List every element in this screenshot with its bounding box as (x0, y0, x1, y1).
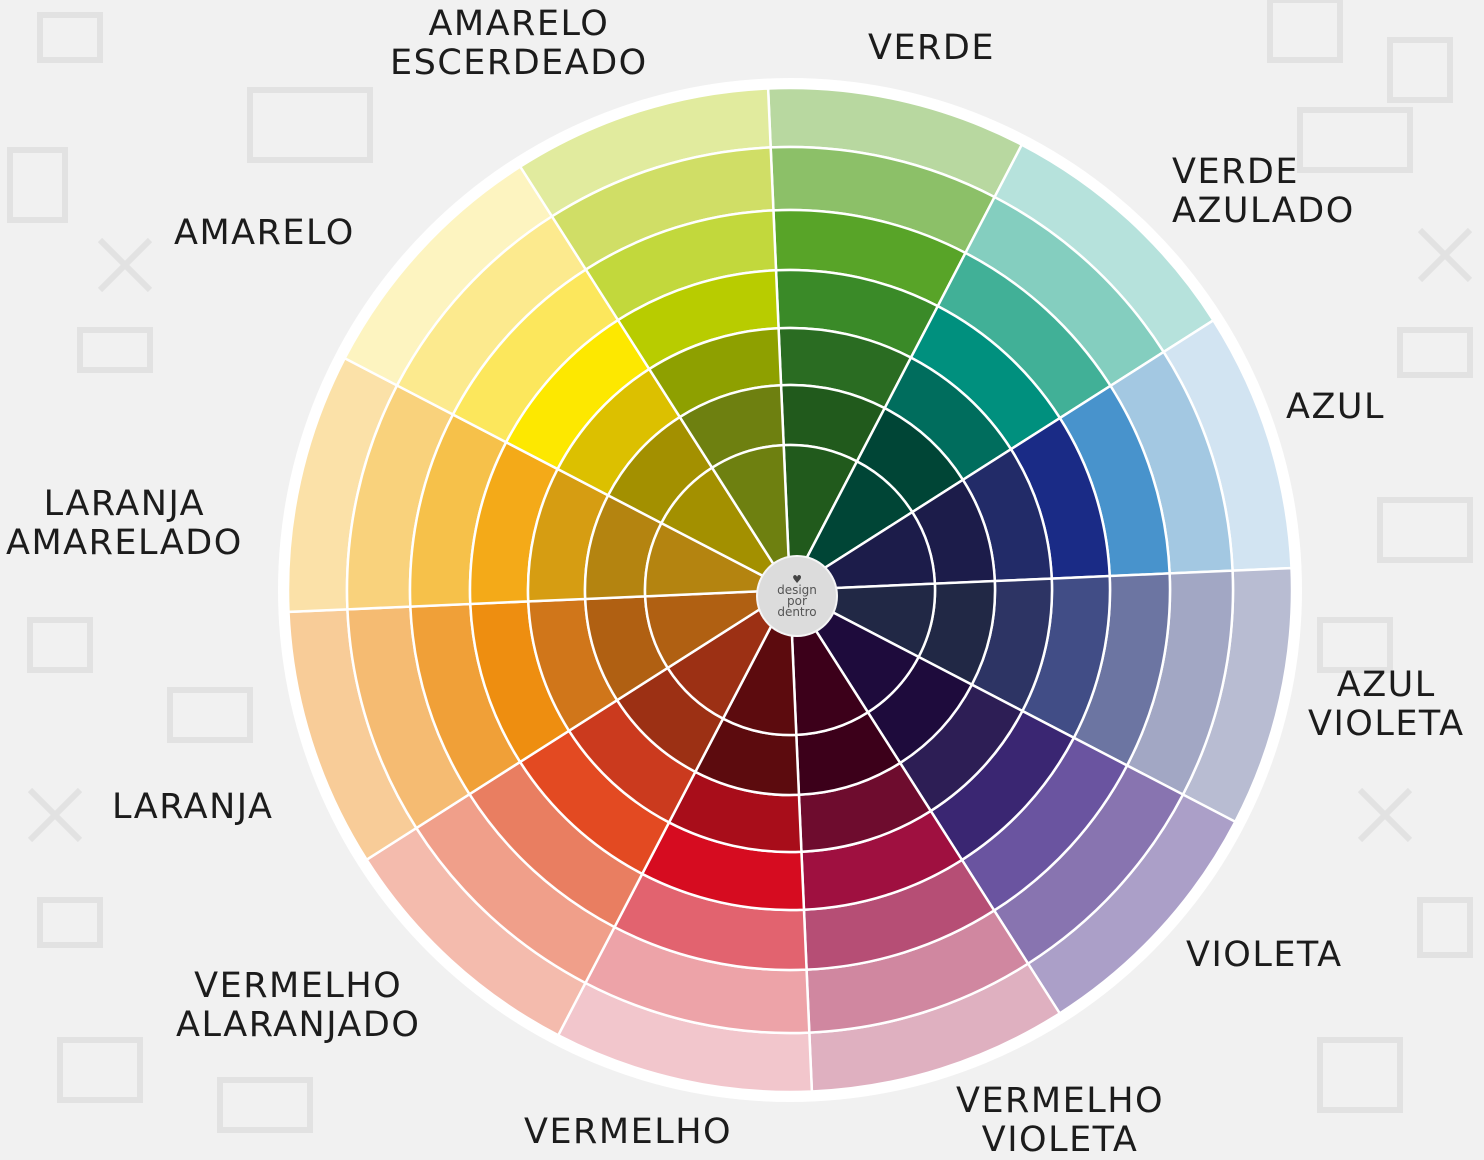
label-laranja: LARANJA (112, 787, 274, 827)
heart-icon: ♥ (792, 573, 802, 586)
label-azul-violeta: AZUL VIOLETA (1308, 665, 1465, 744)
label-verde: VERDE (868, 28, 995, 68)
label-azul: AZUL (1286, 387, 1386, 427)
design-por-dentro-logo: ♥ design por dentro (758, 557, 836, 635)
label-amarelo: AMARELO (174, 213, 355, 253)
logo-brand-text: design por dentro (777, 583, 817, 619)
wheel-core-amarelo-esverdeado (710, 443, 792, 595)
label-vermelho-violeta: VERMELHO VIOLETA (956, 1081, 1165, 1160)
label-laranja-amarelado: LARANJA AMARELADO (6, 484, 243, 563)
label-verde-azulado: VERDE AZULADO (1172, 152, 1355, 231)
label-violeta: VIOLETA (1186, 935, 1343, 975)
label-amarelo-esverdeado: AMARELO ESCERDEADO (390, 4, 648, 83)
label-vermelho: VERMELHO (524, 1112, 733, 1152)
label-vermelho-alaranjado: VERMELHO ALARANJADO (176, 966, 421, 1045)
